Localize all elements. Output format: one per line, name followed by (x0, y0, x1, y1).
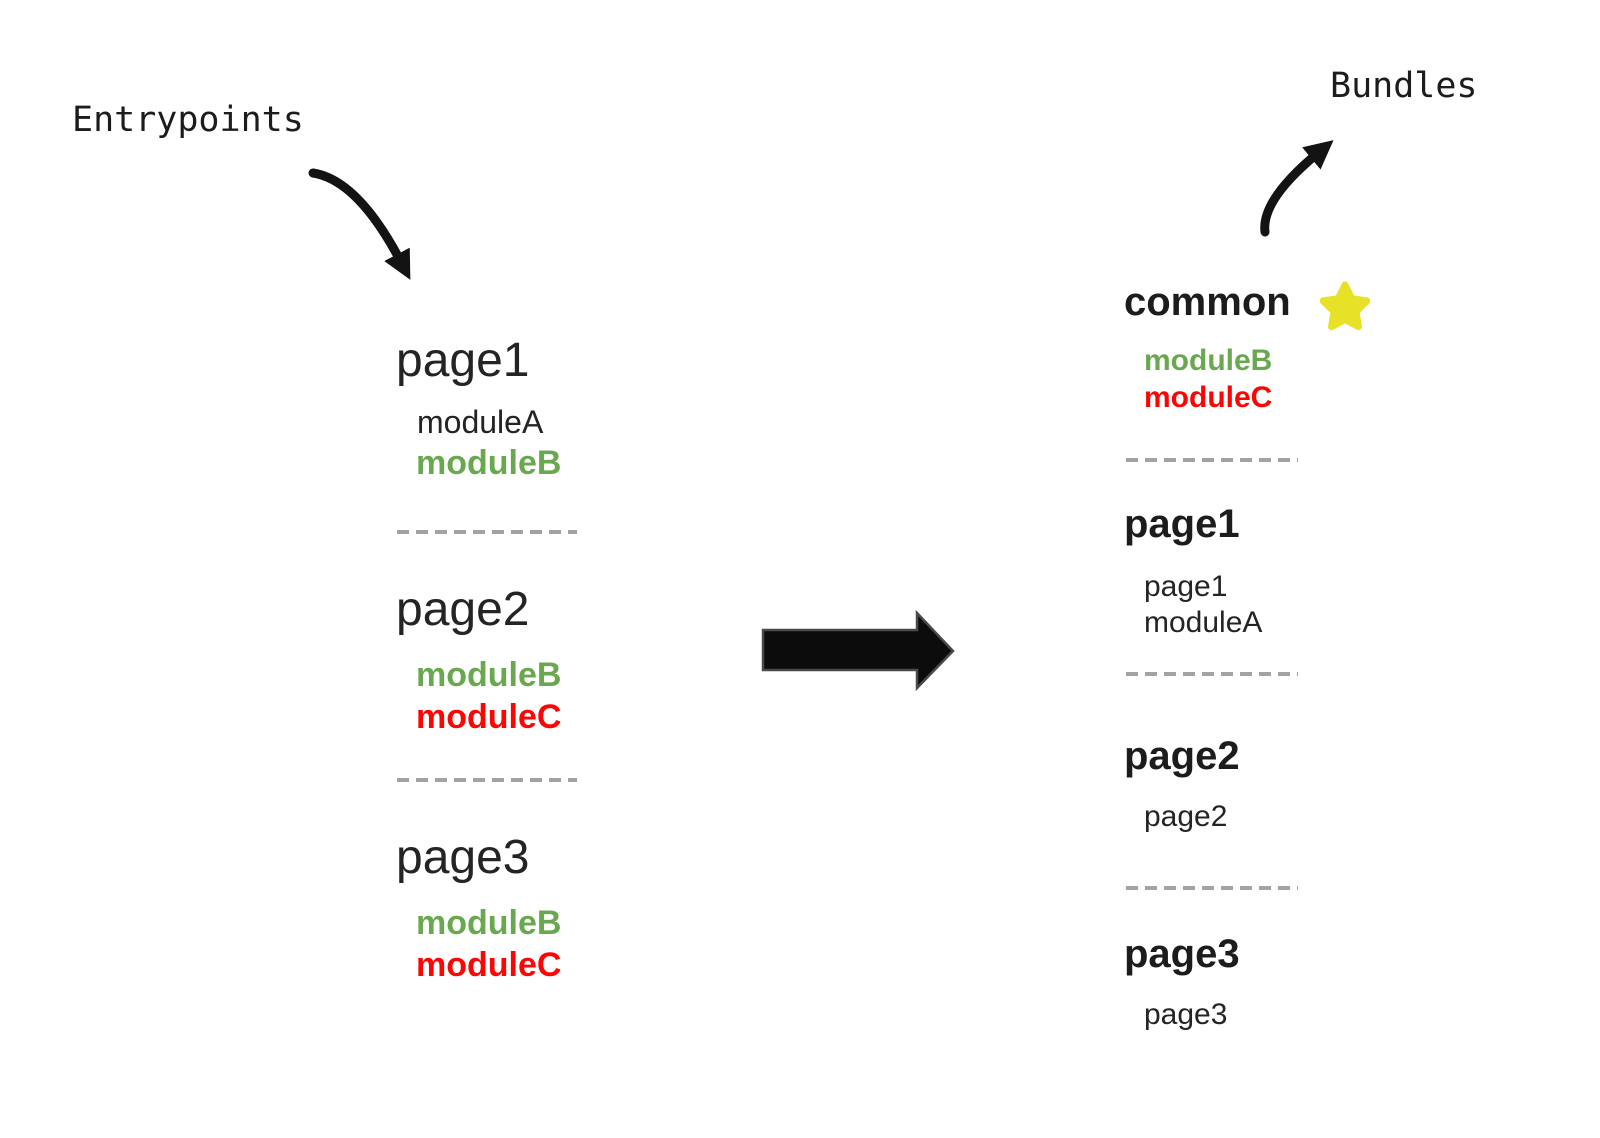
section-divider (1126, 886, 1298, 890)
entrypoint-module: moduleC (416, 946, 562, 984)
entrypoint-module: moduleA (417, 404, 544, 440)
star-icon (1320, 281, 1370, 331)
section-divider (397, 530, 577, 534)
curved-arrow-up-icon (1260, 140, 1334, 237)
bundle-module: moduleA (1144, 606, 1263, 639)
entrypoint-module: moduleC (416, 698, 562, 736)
bundle-page2-title: page2 (1124, 734, 1240, 778)
bundle-module: page1 (1144, 570, 1228, 603)
bundle-module: moduleC (1144, 381, 1273, 414)
entrypoints-label: Entrypoints (72, 100, 304, 140)
entrypoint-page1-title: page1 (396, 334, 530, 387)
section-divider (1126, 672, 1298, 676)
bundle-module: page3 (1144, 998, 1228, 1031)
bundles-label: Bundles (1330, 66, 1478, 106)
entrypoint-module: moduleB (416, 904, 562, 942)
entrypoint-module: moduleB (416, 444, 562, 482)
bundle-module: moduleB (1144, 344, 1273, 377)
entrypoint-module: moduleB (416, 656, 562, 694)
right-arrow-icon (761, 609, 955, 692)
section-divider (1126, 458, 1298, 462)
curved-arrow-down-icon (308, 168, 411, 280)
section-divider (397, 778, 577, 782)
entrypoint-page3-title: page3 (396, 831, 530, 884)
bundle-module: page2 (1144, 800, 1228, 833)
bundle-page1-title: page1 (1124, 502, 1240, 546)
bundle-page3-title: page3 (1124, 932, 1240, 976)
entrypoint-page2-title: page2 (396, 583, 530, 636)
bundle-common-title: common (1124, 280, 1291, 324)
